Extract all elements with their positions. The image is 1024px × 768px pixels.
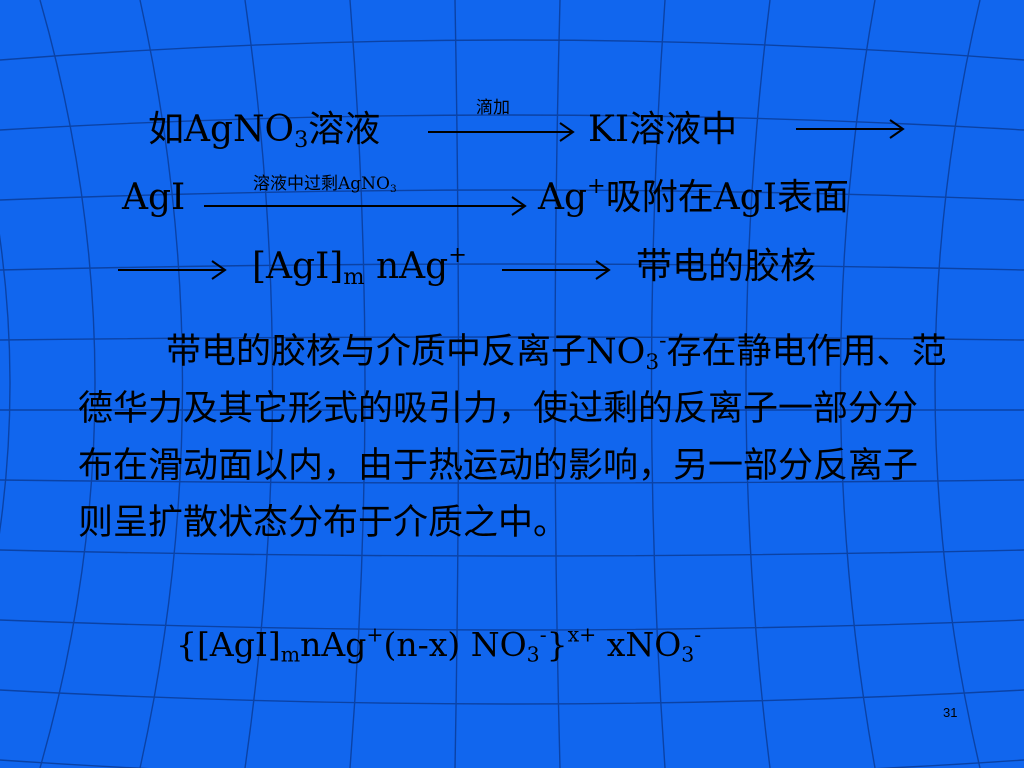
micelle-formula: {[AgI]mnAg+(n-x) NO3-}x+ xNO3- [176, 624, 701, 665]
right-arrow-icon [502, 260, 611, 280]
agno3-text: 如AgNO [148, 109, 295, 150]
agi-text: AgI [122, 177, 186, 218]
agno3-subscript: 3 [294, 127, 309, 154]
formula-3-subscript: 3 [681, 642, 695, 667]
paragraph-part2: 存在静电作用、范德华力及其它形式的吸引力，使过剩的反离子一部分分布在滑动面以内，… [78, 332, 947, 543]
ag-adsorb-text: Ag+吸附在AgI表面 [538, 175, 850, 218]
excess-agno3-text: 溶液中过剩AgNO [253, 174, 390, 194]
formula-m-subscript: m [280, 642, 301, 667]
reaction-line1-start: 如AgNO3溶液 [148, 109, 381, 152]
arrow-label-dropwise: 滴加 [476, 98, 510, 118]
ag-plus-superscript: + [587, 172, 606, 199]
ki-solution-text: KI溶液中 [588, 109, 738, 150]
formula-no3: (n-x) NO [383, 625, 527, 664]
right-arrow-icon [118, 260, 227, 280]
ag-plus-superscript: + [448, 241, 467, 268]
formula-nag: nAg [300, 625, 367, 664]
arrow-label-excess-agno3: 溶液中过剩AgNO3 [253, 174, 397, 195]
formula-agi: {[AgI] [176, 625, 281, 664]
formula-minus-superscript: - [539, 622, 547, 647]
nag-text: nAg [364, 246, 449, 287]
right-arrow-icon [204, 196, 527, 216]
no3-minus-superscript: - [659, 328, 667, 354]
formula-plus-superscript: + [366, 622, 384, 647]
explanation-paragraph: 带电的胶核与介质中反离子NO3-存在静电作用、范德华力及其它形式的吸引力，使过剩… [78, 324, 948, 552]
agi-bracket-text: [AgI] [252, 246, 344, 287]
adsorb-surface-text: 吸附在AgI表面 [605, 177, 850, 218]
formula-minus-superscript: - [694, 622, 702, 647]
solution-text: 溶液 [308, 109, 381, 150]
formula-xno3: xNO [596, 625, 682, 664]
colloid-core-formula: [AgI]m nAg+ [252, 244, 467, 289]
no3-subscript: 3 [645, 350, 660, 376]
paragraph-part1: 带电的胶核与介质中反离子NO [166, 332, 646, 372]
formula-brace: } [546, 625, 568, 664]
excess-agno3-subscript: 3 [389, 182, 397, 195]
right-arrow-icon [796, 119, 905, 139]
formula-3-subscript: 3 [526, 642, 540, 667]
ag-text: Ag [538, 177, 588, 218]
m-subscript: m [343, 264, 365, 291]
page-number: 31 [943, 705, 958, 720]
right-arrow-icon [428, 122, 575, 142]
formula-xplus-superscript: x+ [567, 622, 597, 647]
charged-core-text: 带电的胶核 [636, 246, 817, 287]
